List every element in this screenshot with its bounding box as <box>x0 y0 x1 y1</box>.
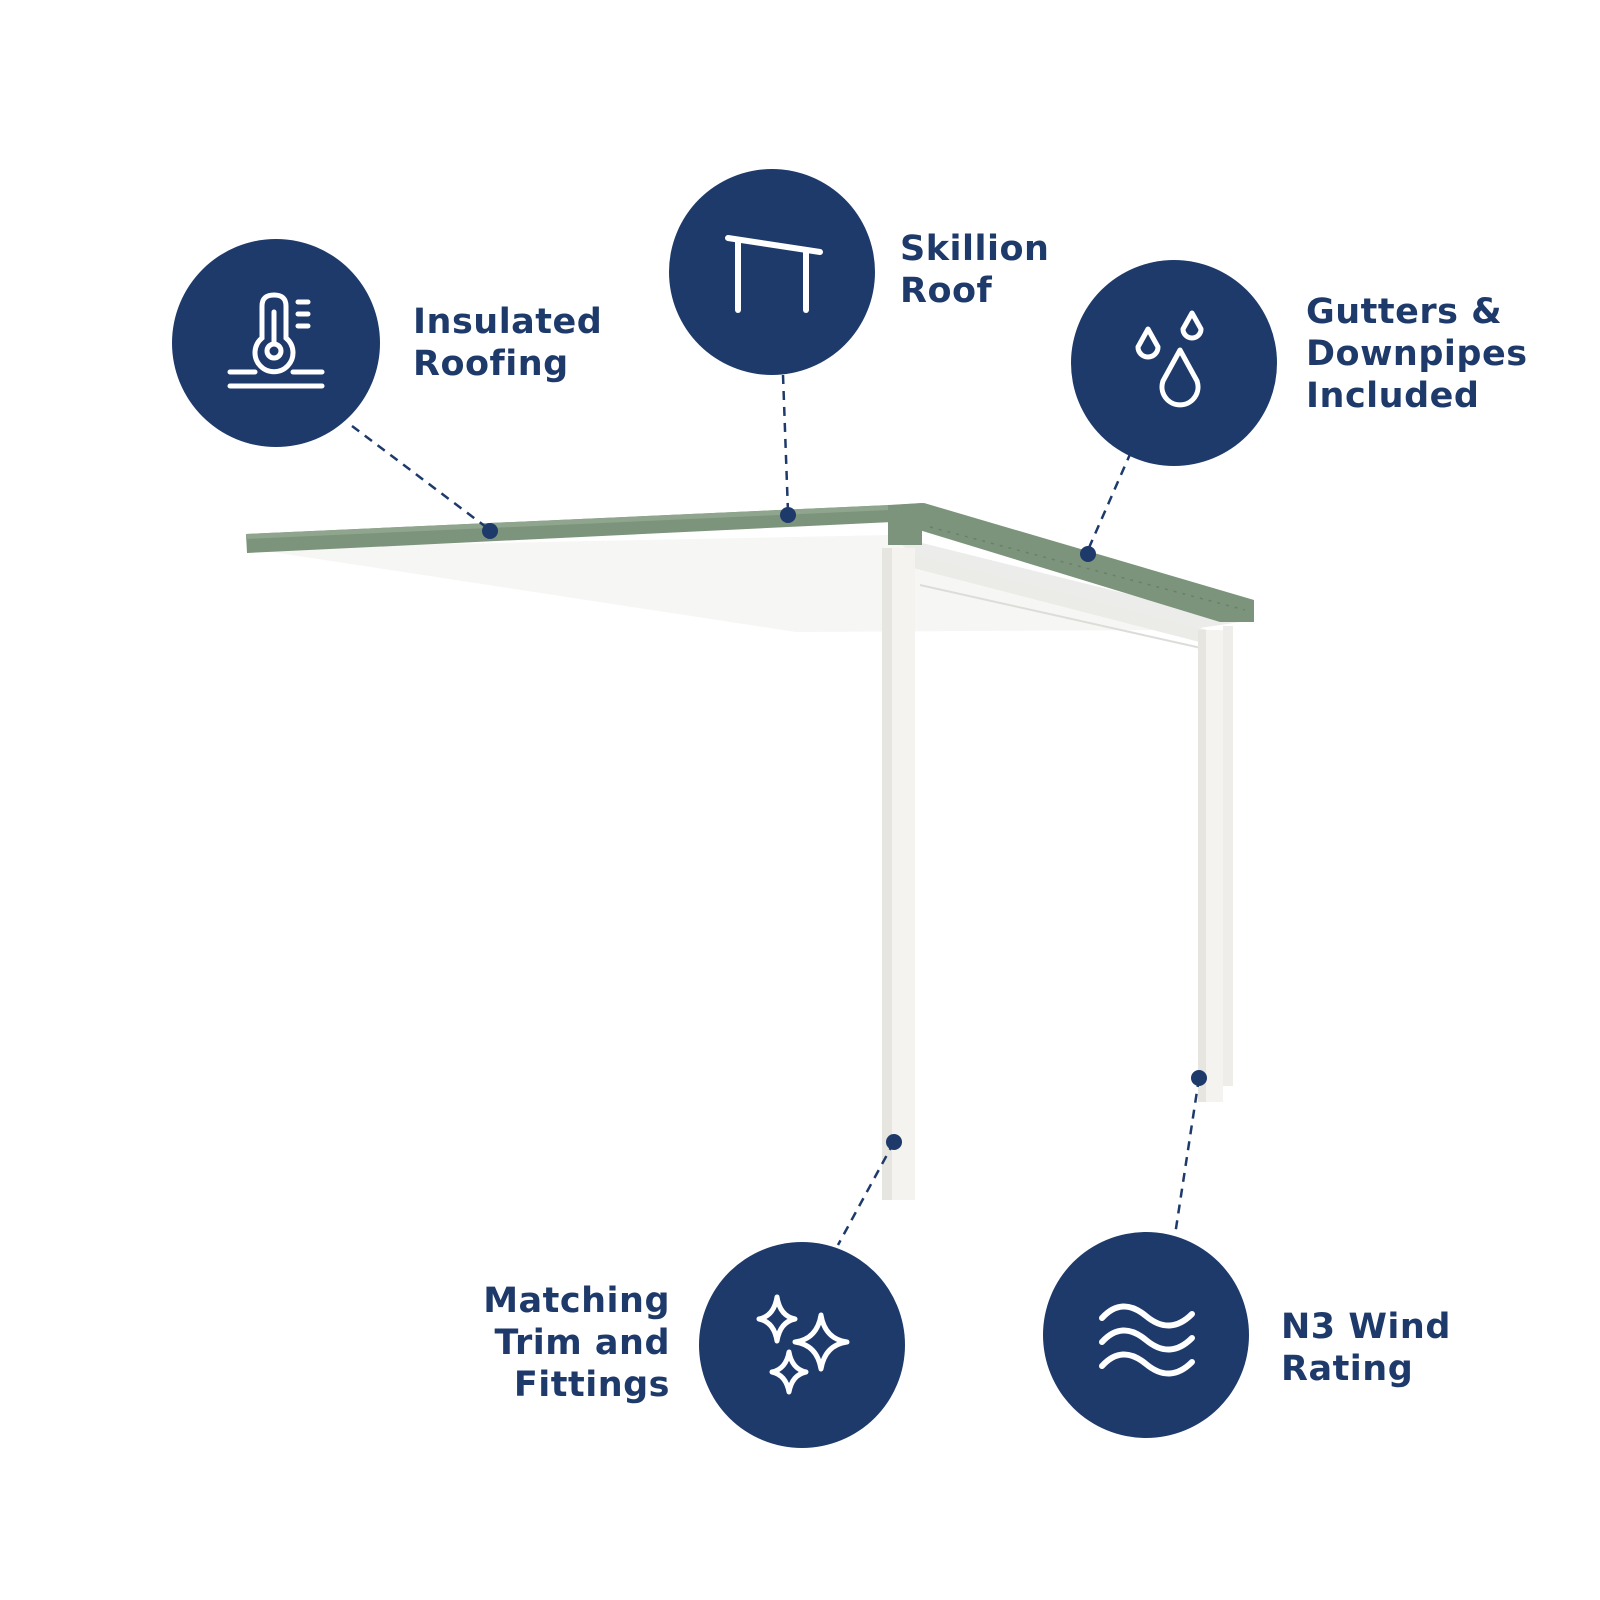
feature-badge-gutters <box>1071 260 1277 466</box>
dot-skillion <box>780 507 796 523</box>
label-n3-wind: N3 Wind Rating <box>1281 1307 1451 1389</box>
skillion-frame-icon <box>725 235 823 313</box>
water-drops-icon <box>1135 310 1204 408</box>
connector-trim <box>836 1141 896 1246</box>
roof-right-edge <box>893 503 1254 622</box>
connector-lines <box>351 374 1201 1246</box>
connector-skillion <box>781 374 790 513</box>
connector-dots <box>482 507 1207 1150</box>
dot-wind <box>1191 1070 1207 1086</box>
dot-gutters <box>1080 546 1096 562</box>
sparkles-icon <box>756 1294 850 1395</box>
label-matching-trim: Matching Trim and Fittings <box>483 1281 670 1405</box>
wind-waves-icon <box>1099 1303 1195 1377</box>
dot-insulated <box>482 523 498 539</box>
feature-badge-trim <box>699 1242 905 1448</box>
connector-gutters <box>1086 451 1133 551</box>
label-insulated-roofing: Insulated Roofing <box>413 302 603 384</box>
feature-badge-wind <box>1043 1232 1249 1438</box>
patio-structure <box>246 503 1254 1200</box>
thermometer-insulation-icon <box>227 292 325 389</box>
label-skillion-roof: Skillion Roof <box>900 229 1050 311</box>
label-gutters-downpipes: Gutters & Downpipes Included <box>1306 292 1528 416</box>
roof-underside-shadow <box>890 535 1240 628</box>
connector-wind <box>1173 1077 1201 1236</box>
feature-badge-skillion <box>669 169 875 375</box>
feature-badge-insulated <box>172 239 380 447</box>
roof-underside <box>246 535 1240 632</box>
connector-insulated <box>351 425 491 531</box>
front-beam <box>890 548 1215 646</box>
dot-trim <box>886 1134 902 1150</box>
